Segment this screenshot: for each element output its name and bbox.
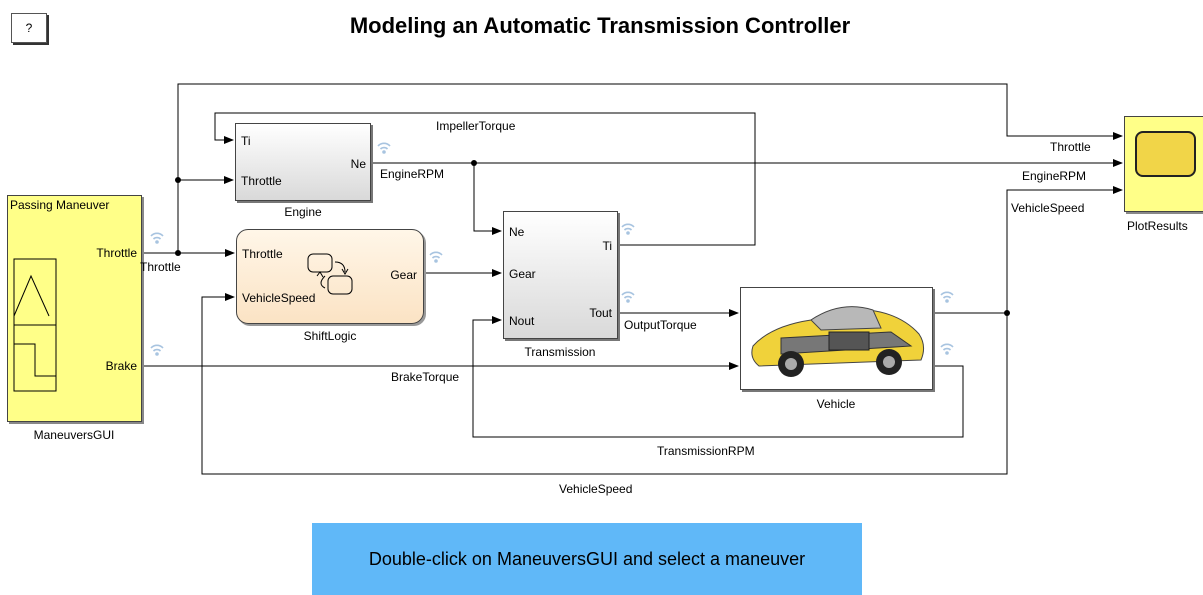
shiftlogic-block[interactable]: Throttle VehicleSpeed Gear [236,229,424,324]
junction-throttle-2 [175,177,181,183]
line-throttle-engine [177,176,234,253]
line-vehicle-speed-plot [933,186,1123,314]
port-throttle-out: Throttle [96,246,137,260]
port-throttle-in: Throttle [241,174,282,188]
instruction-annotation[interactable]: Double-click on ManeuversGUI and select … [312,523,862,595]
vehicle-block[interactable] [740,287,933,390]
plotresults-scope-block[interactable] [1124,116,1203,212]
signal-label-plot-engine-rpm: EngineRPM [1022,169,1087,183]
port-ti-in: Ti [241,134,251,148]
plotresults-label: PlotResults [1127,219,1188,233]
line-vehicle-speed-feedback [201,293,1008,475]
logging-icon [377,142,391,154]
transmission-block[interactable]: Ne Gear Nout Ti Tout [503,211,618,339]
line-transmission-rpm [472,316,964,438]
junction-vehicle-speed [1004,310,1010,316]
logging-icon [940,343,954,355]
help-button[interactable]: ? [11,13,47,43]
junction-engine-rpm [471,160,477,166]
signal-label-transmission-rpm: TransmissionRPM [657,444,755,458]
maneuvers-gui-block[interactable]: Passing Maneuver Throttle Brake [7,195,142,422]
port-ne-out: Ne [350,157,366,171]
logging-icon [150,344,164,356]
signal-label-throttle: Throttle [140,260,181,274]
signal-label-brake-torque: BrakeTorque [391,370,460,384]
port-nout-in: Nout [509,314,535,328]
maneuvers-gui-label: ManeuversGUI [33,428,115,442]
car-cutaway-image [751,306,925,377]
line-throttle-plot [177,83,1123,180]
signal-label-impeller-torque: ImpellerTorque [436,119,516,133]
engine-label: Engine [284,205,322,219]
engine-block[interactable]: Ti Throttle Ne [235,123,371,201]
port-tout-out: Tout [589,306,612,320]
logging-icon [621,223,635,235]
scope-icon [1135,131,1196,177]
signal-label-plot-throttle: Throttle [1050,140,1091,154]
vehicle-label: Vehicle [816,397,856,411]
signal-label-output-torque: OutputTorque [624,318,697,332]
port-vehiclespeed-in: VehicleSpeed [242,291,316,305]
logging-icon [940,291,954,303]
logging-icon [150,232,164,244]
junction-throttle-1 [175,250,181,256]
port-brake-out: Brake [105,359,137,373]
model-title: Modeling an Automatic Transmission Contr… [349,13,851,38]
transmission-label: Transmission [524,345,596,359]
port-ti-out: Ti [602,239,612,253]
signal-label-plot-vehicle-speed: VehicleSpeed [1011,201,1085,215]
logging-icon [429,251,443,263]
stateflow-chart-icon [307,253,353,295]
line-engine-rpm-trans [473,163,502,235]
line-impeller-torque [214,112,756,246]
signal-label-engine-rpm: EngineRPM [380,167,445,181]
port-gear-in: Gear [509,267,536,281]
signal-label-vehicle-speed: VehicleSpeed [559,482,633,496]
port-gear-out: Gear [390,268,417,282]
port-ne-in: Ne [509,225,525,239]
signal-builder-icon [13,258,57,392]
logging-icon [621,291,635,303]
maneuver-header: Passing Maneuver [10,198,110,212]
port-throttle-in: Throttle [242,247,283,261]
shiftlogic-label: ShiftLogic [303,329,357,343]
